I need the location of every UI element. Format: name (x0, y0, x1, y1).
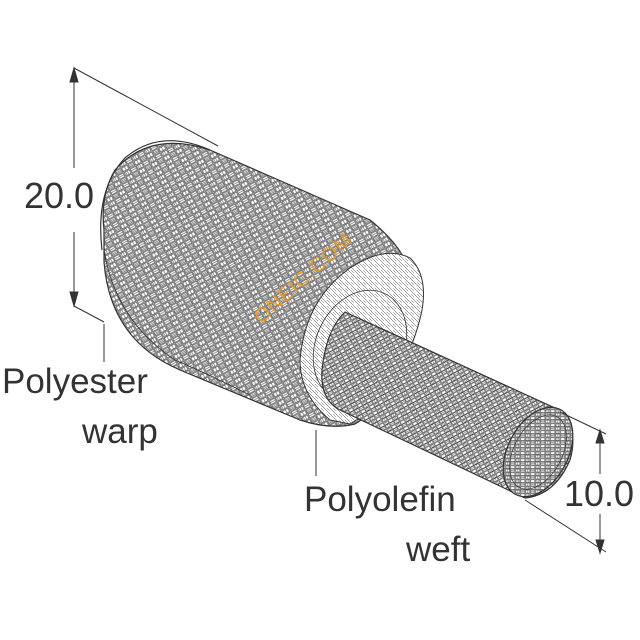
callout-leaders (103, 324, 317, 476)
large-dimension-lines (69, 66, 219, 323)
small-dimension-lines (524, 411, 607, 555)
large-diameter-label: 20.0 (24, 175, 95, 216)
weft-material-label: Polyolefin (304, 480, 456, 519)
small-diameter-label: 10.0 (564, 473, 635, 514)
warp-material-label: Polyester (2, 362, 148, 401)
weft-word-label: weft (406, 530, 471, 569)
warp-word-label: warp (82, 412, 158, 451)
small-cylinder (321, 311, 574, 499)
